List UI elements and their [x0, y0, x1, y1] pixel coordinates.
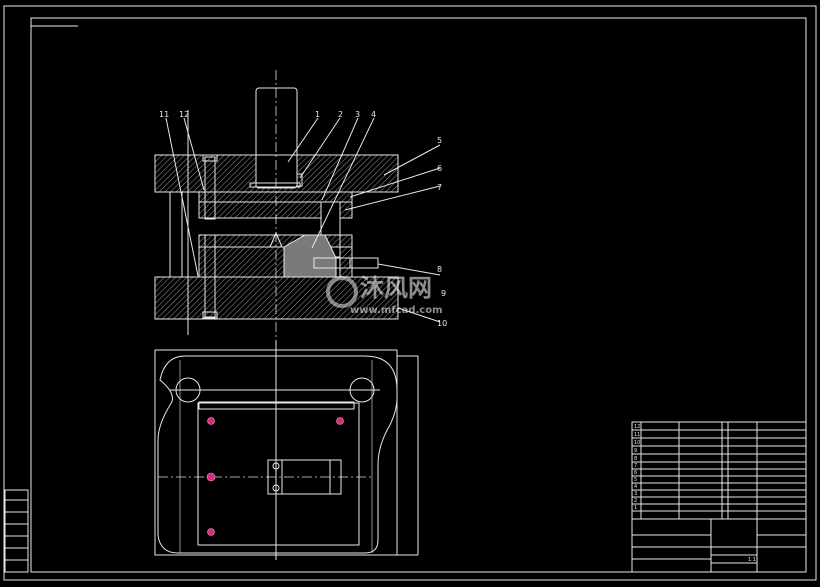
callout-2: 2	[338, 110, 343, 119]
watermark-brand: 沐风网	[360, 274, 432, 302]
item-number: 10	[634, 440, 640, 446]
callout-leaders	[165, 117, 441, 323]
callout-labels: 1 2 3 4 5 6 7 8 9 10 11 12	[159, 110, 447, 328]
callout-1: 1	[315, 110, 320, 119]
hole-marker	[207, 528, 215, 536]
callout-9: 9	[441, 289, 446, 298]
callout-8: 8	[437, 265, 442, 274]
item-number: 4	[634, 484, 637, 490]
plan-view	[154, 340, 419, 560]
item-number: 7	[634, 463, 637, 469]
title-block: 1:1	[631, 421, 807, 573]
scale-value: 1:1	[748, 557, 756, 563]
title-block-item-numbers: 12 11 10 9 8 7 6 5 4 3 2 1	[634, 424, 640, 511]
hole-marker	[336, 417, 344, 425]
hole-marker	[207, 417, 215, 425]
outer-border	[3, 5, 817, 581]
item-number: 3	[634, 491, 637, 497]
watermark: 沐风网 www.mfcad.com	[326, 274, 443, 316]
callout-6: 6	[437, 164, 442, 173]
inner-frame	[30, 17, 807, 573]
callout-10: 10	[437, 319, 447, 328]
side-stamp-box	[4, 489, 29, 573]
callout-5: 5	[437, 136, 442, 145]
item-number: 9	[634, 448, 637, 454]
watermark-url: www.mfcad.com	[350, 305, 443, 316]
callout-12: 12	[179, 110, 189, 119]
item-number: 12	[634, 424, 640, 430]
callout-7: 7	[437, 183, 442, 192]
item-number: 11	[634, 432, 640, 438]
callout-4: 4	[371, 110, 376, 119]
item-number: 2	[634, 498, 637, 504]
item-number: 8	[634, 456, 637, 462]
item-number: 1	[634, 505, 637, 511]
item-number: 6	[634, 470, 637, 476]
callout-3: 3	[355, 110, 360, 119]
hole-marker	[206, 472, 216, 482]
item-number: 5	[634, 477, 637, 483]
callout-11: 11	[159, 110, 169, 119]
